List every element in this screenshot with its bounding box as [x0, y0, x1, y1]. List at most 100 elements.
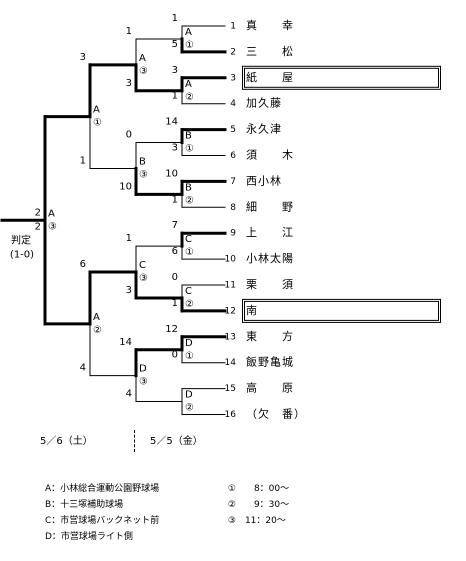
game-number: ③	[139, 377, 148, 388]
final-score-bottom: 2	[35, 221, 41, 232]
score-bottom: 1	[172, 91, 178, 102]
venue-letter: D	[185, 338, 193, 349]
legend-row: C：市営球場バックネット前 ③ 11：20～	[45, 513, 289, 529]
team-name: 三 松	[246, 44, 294, 58]
score-top: 0	[126, 130, 132, 141]
team-seed: 1	[230, 22, 236, 32]
team-seed: 9	[230, 229, 236, 239]
venue-letter: A	[93, 105, 100, 116]
game-number: ③	[139, 273, 148, 284]
venue-letter: A	[93, 312, 100, 323]
score-top: 1	[172, 13, 178, 24]
game-number: ①	[185, 40, 194, 51]
score-top: 0	[172, 272, 178, 283]
legend-time-2: ② 9：30～	[227, 500, 290, 510]
team-seed: 4	[230, 99, 236, 109]
score-bottom: 10	[119, 181, 132, 192]
final-score-top: 2	[35, 207, 41, 218]
team-seed: 16	[225, 410, 237, 420]
date-divider	[134, 430, 135, 452]
score-bottom: 6	[172, 246, 178, 257]
team-name: 加久藤	[246, 97, 282, 110]
team-name: 東 方	[246, 329, 294, 343]
date-right: 5／5（金）	[150, 436, 203, 447]
team-seed: 6	[230, 151, 236, 161]
team-seed: 5	[230, 125, 236, 135]
score-bottom: 4	[126, 389, 132, 400]
game-number: ①	[185, 247, 194, 258]
score-top: 1	[126, 26, 132, 37]
team-name: 小林太陽	[246, 251, 294, 265]
venue-letter: D	[185, 390, 193, 401]
highlight-box-inner	[244, 67, 439, 88]
venue-letter: B	[185, 182, 192, 193]
legend-venue-a: A：小林総合運動公園野球場	[45, 484, 160, 494]
venue-letter: B	[139, 156, 146, 167]
score-top: 7	[172, 220, 178, 231]
team-seed: 14	[225, 358, 237, 368]
venue-letter: B	[185, 131, 192, 142]
venue-letter: D	[139, 364, 147, 375]
team-seed: 8	[230, 203, 236, 213]
team-seed: 15	[225, 384, 236, 394]
team-name: 飯野亀城	[246, 355, 294, 369]
score-top: 1	[126, 233, 132, 244]
team-name: 細 野	[246, 200, 294, 213]
score-top: 12	[165, 324, 178, 335]
decision-note: 判定	[11, 233, 31, 246]
highlight-box-inner	[244, 300, 439, 321]
team-seed: 13	[225, 332, 236, 342]
game-number: ①	[93, 118, 102, 129]
game-number: ②	[185, 299, 194, 310]
team-name: 高 原	[246, 381, 294, 395]
score-bottom: 4	[80, 363, 86, 374]
legend-venue-b: B：十三塚補助球場	[45, 500, 124, 510]
team-name: 南	[246, 304, 258, 317]
score-bottom: 1	[172, 298, 178, 309]
game-number: ②	[93, 325, 102, 336]
team-seed: 12	[225, 306, 236, 316]
final-game-number: ③	[48, 221, 57, 232]
legend-venue-d: D：市営球場ライト側	[45, 532, 133, 542]
score-bottom: 3	[126, 78, 132, 89]
legend-time-1: ① 8：00～	[227, 484, 290, 494]
team-name: 永久津	[246, 122, 282, 136]
team-name: 須 木	[246, 149, 294, 162]
legend-venue-c: C：市営球場バックネット前	[45, 516, 160, 526]
venue-letter: A	[139, 53, 146, 64]
score-bottom: 5	[172, 39, 178, 50]
venue-time-legend: A：小林総合運動公園野球場 ① 8：00～ B：十三塚補助球場 ② 9：30～ …	[45, 481, 289, 545]
score-bottom: 3	[172, 143, 178, 154]
score-top: 14	[165, 117, 178, 128]
score-bottom: 1	[80, 155, 86, 166]
score-bottom: 0	[172, 350, 178, 361]
score-bottom: 3	[126, 285, 132, 296]
final-venue-letter: A	[48, 208, 55, 219]
game-number: ③	[139, 66, 148, 77]
team-seed: 11	[225, 281, 236, 291]
venue-letter: A	[185, 27, 192, 38]
highlight-box-outer	[242, 298, 441, 323]
score-top: 14	[119, 337, 132, 348]
venue-letter: C	[185, 234, 192, 245]
team-seed: 10	[225, 255, 237, 265]
team-name: 西小林	[246, 173, 282, 187]
venue-letter: C	[185, 286, 192, 297]
game-number: ③	[139, 169, 148, 180]
highlight-box-outer	[242, 65, 441, 90]
score-top: 3	[80, 52, 86, 63]
venue-letter: A	[185, 79, 192, 90]
team-name: 紙 屋	[246, 70, 294, 84]
game-number: ②	[185, 195, 194, 206]
team-seed: 2	[230, 47, 236, 57]
score-bottom: 1	[172, 194, 178, 205]
legend-time-3: ③ 11：20～	[227, 516, 286, 526]
team-name: （欠 番）	[246, 407, 306, 421]
legend-row: A：小林総合運動公園野球場 ① 8：00～	[45, 481, 289, 497]
date-left: 5／6（土）	[40, 436, 93, 447]
score-top: 10	[165, 168, 178, 179]
score-top: 3	[172, 65, 178, 76]
venue-letter: C	[139, 260, 146, 271]
game-number: ②	[185, 403, 194, 414]
